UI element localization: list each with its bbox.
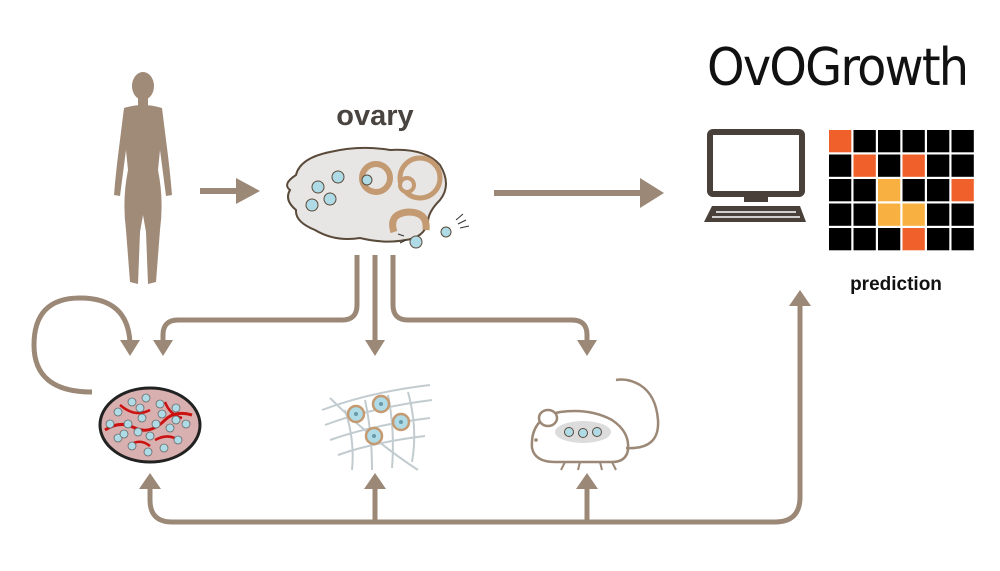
dish-cell (123, 419, 133, 429)
grid-cell (951, 154, 974, 177)
computer-icon (704, 129, 806, 222)
dish-cell (145, 431, 155, 441)
grid-cell (829, 179, 852, 202)
grid-cell (829, 228, 852, 251)
grid-cell (951, 179, 974, 202)
grid-cell (902, 179, 925, 202)
arrow-ovary-to-mouse (390, 255, 597, 356)
prediction-grid-icon (829, 130, 974, 251)
arrow-ovary-to-culture (153, 255, 360, 356)
grid-cell (951, 228, 974, 251)
arrow-ovary-to-computer (494, 178, 664, 208)
grid-cell (829, 154, 852, 177)
grid-cell (829, 203, 852, 226)
dish-cell (171, 415, 181, 425)
grid-cell (927, 179, 950, 202)
dish-cell (181, 419, 191, 429)
grid-cell (853, 203, 876, 226)
brand-title: OvOGrowth (707, 38, 969, 98)
dish-cell (171, 403, 181, 413)
arrow-models-to-prediction (139, 290, 811, 525)
grid-cell (951, 203, 974, 226)
dish-cell (165, 423, 175, 433)
dish-cell (105, 419, 115, 429)
human-silhouette-icon (114, 72, 172, 284)
dish-cell (135, 403, 145, 413)
grid-cell (902, 203, 925, 226)
prediction-label: prediction (850, 274, 942, 295)
dish-cell (143, 447, 153, 457)
dish-cell (133, 427, 143, 437)
dish-cell (113, 407, 123, 417)
grid-cell (853, 130, 876, 153)
dish-cell (137, 413, 147, 423)
culture-dish-icon (98, 386, 202, 464)
ovary-label: ovary (336, 100, 414, 132)
grid-cell (853, 179, 876, 202)
grid-cell (853, 228, 876, 251)
grid-cell (927, 130, 950, 153)
arrow-culture-self-loop (31, 295, 140, 395)
dish-cell (151, 419, 161, 429)
dish-cell (127, 441, 137, 451)
grid-cell (829, 130, 852, 153)
grid-cell (878, 179, 901, 202)
grid-cell (878, 228, 901, 251)
dish-cell (113, 433, 123, 443)
grid-cell (853, 154, 876, 177)
grid-cell (902, 228, 925, 251)
ovary-icon (286, 146, 470, 249)
mouse-icon (530, 378, 660, 471)
dish-cell (173, 435, 183, 445)
grid-cell (902, 154, 925, 177)
grid-cell (902, 130, 925, 153)
dish-cell (159, 443, 169, 453)
scaffold-icon (321, 384, 433, 471)
grid-cell (878, 203, 901, 226)
dish-cell (127, 397, 137, 407)
grid-cell (878, 130, 901, 153)
dish-cell (155, 399, 165, 409)
grid-cell (927, 203, 950, 226)
arrow-ovary-to-scaffold (365, 255, 385, 356)
grid-cell (927, 228, 950, 251)
arrow-human-to-ovary (200, 178, 260, 204)
dish-cell (119, 429, 129, 439)
dish-cell (157, 409, 167, 419)
grid-cell (927, 154, 950, 177)
dish-cell (141, 393, 151, 403)
grid-cell (878, 154, 901, 177)
grid-cell (951, 130, 974, 153)
